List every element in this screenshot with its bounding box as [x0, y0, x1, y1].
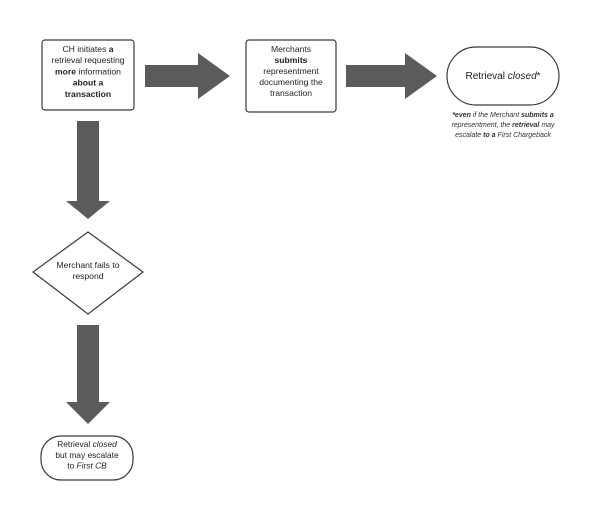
text-span: to	[67, 461, 76, 471]
arrow-down-2	[66, 325, 110, 424]
text-span: *even	[452, 112, 471, 119]
text-span: submits a	[521, 112, 554, 119]
text-span: representment, the	[451, 122, 512, 129]
text-span: information	[76, 66, 121, 76]
text-span: may	[539, 122, 555, 129]
arrow-right-1	[145, 53, 230, 99]
text-span: Retrieval	[465, 71, 507, 82]
arrow-down-1	[66, 121, 110, 219]
text-span: First Chargeback	[496, 132, 552, 139]
text-span: transaction	[270, 88, 312, 98]
arrow-right-2	[346, 53, 437, 99]
text-span: closed	[93, 439, 118, 449]
text-span: representment	[263, 66, 319, 76]
text-span: respond	[72, 271, 103, 281]
text-span: First CB	[77, 461, 108, 471]
text-span: *	[537, 71, 541, 82]
text-span: transaction	[65, 89, 111, 99]
node-retrieval-closed: Retrieval closed*	[446, 46, 560, 106]
text-span: retrieval	[512, 122, 540, 129]
text-span: Merchants	[271, 44, 311, 54]
text-span: Merchant	[490, 112, 521, 119]
text-span: retrieval requesting	[51, 55, 124, 65]
text-span: about a	[73, 78, 104, 88]
text-span: closed	[508, 71, 537, 82]
text-span: to a	[483, 132, 496, 139]
text-span: but may escalate	[55, 450, 119, 460]
text-span: CH initiates	[62, 44, 108, 54]
text-span: if the	[471, 112, 490, 119]
footnote: *even if the Merchant submits a represent…	[451, 112, 555, 139]
footnote-text: *even if the Merchant submits a represent…	[451, 112, 555, 139]
text-span: a	[109, 44, 114, 54]
text-span: Merchant fails to	[56, 260, 119, 270]
text-span: documenting the	[259, 77, 323, 87]
text-span: submits	[275, 55, 308, 65]
text-span: more	[55, 66, 76, 76]
text-span: escalate	[455, 132, 483, 139]
text-span: Retrieval	[57, 439, 92, 449]
node-retrieval-closed-label: Retrieval closed*	[465, 71, 540, 82]
